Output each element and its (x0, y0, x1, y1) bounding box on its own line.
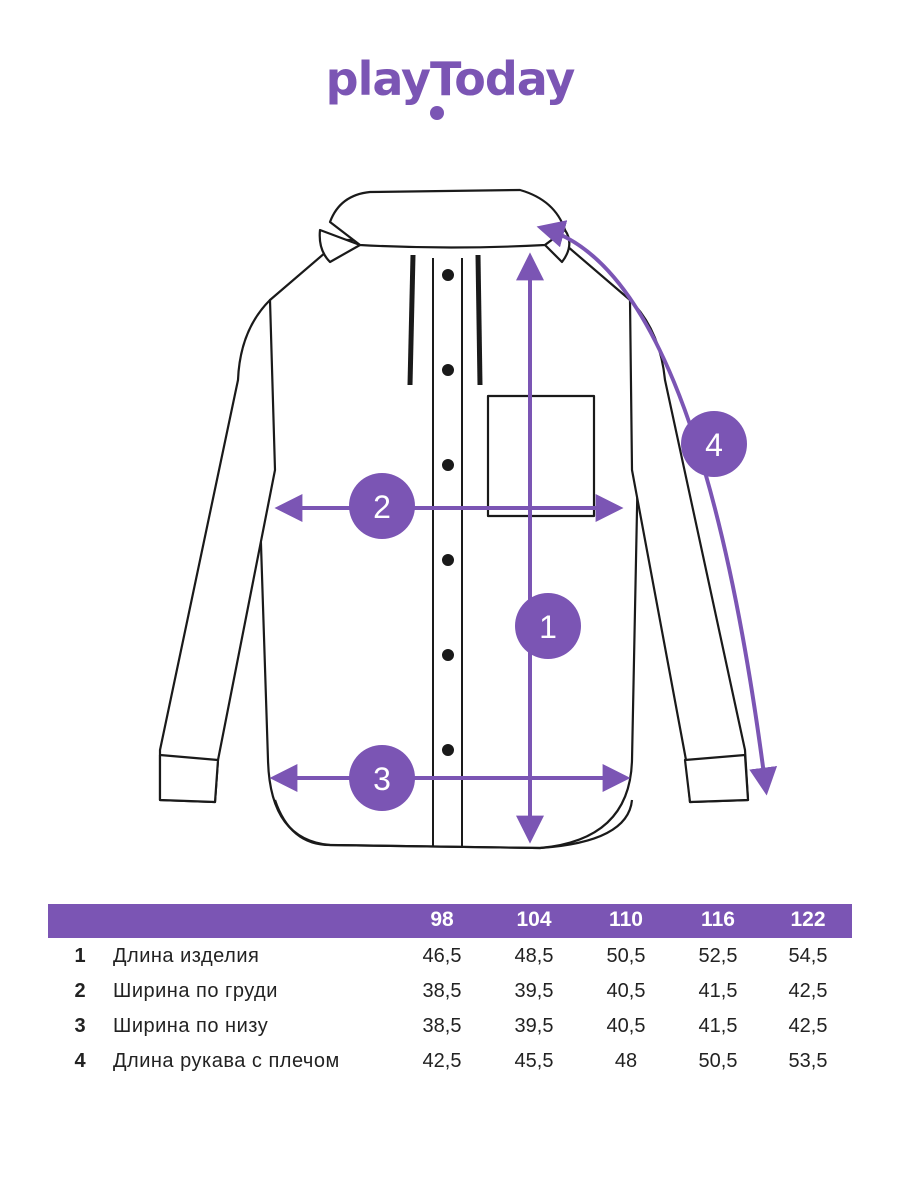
row-value: 50,5 (606, 945, 646, 967)
size-table: 98 104 110 116 122 1 Длина изделия 46,5 … (48, 904, 852, 1078)
row-value: 41,5 (698, 980, 738, 1002)
row-value: 48,5 (514, 945, 554, 967)
marker-2: 2 (349, 473, 415, 539)
jacket-measurement-diagram: 1 2 3 4 (158, 188, 778, 850)
row-value: 40,5 (606, 1015, 646, 1037)
size-header: 110 (609, 908, 643, 931)
row-value: 41,5 (698, 1015, 738, 1037)
row-value: 39,5 (514, 1015, 554, 1037)
row-value: 42,5 (422, 1050, 462, 1072)
row-label: Длина рукава с плечом (113, 1050, 340, 1072)
svg-text:3: 3 (373, 761, 391, 797)
row-value: 45,5 (514, 1050, 554, 1072)
svg-text:2: 2 (373, 489, 391, 525)
marker-3: 3 (349, 745, 415, 811)
marker-4: 4 (681, 411, 747, 477)
table-row: 1 Длина изделия 46,5 48,5 50,5 52,5 54,5 (48, 938, 852, 973)
row-value: 50,5 (698, 1050, 738, 1072)
table-row: 4 Длина рукава с плечом 42,5 45,5 48 50,… (48, 1043, 852, 1078)
row-number: 1 (74, 945, 86, 967)
row-value: 52,5 (698, 945, 738, 967)
row-value: 46,5 (422, 945, 462, 967)
row-value: 39,5 (514, 980, 554, 1002)
row-label: Ширина по груди (113, 980, 278, 1002)
size-header: 104 (516, 908, 552, 931)
size-header-row: 98 104 110 116 122 (48, 904, 852, 938)
jacket-outline (158, 188, 750, 850)
size-header: 98 (430, 908, 454, 931)
size-header: 122 (790, 908, 826, 931)
drawstrings (407, 254, 483, 386)
table-row: 2 Ширина по груди 38,5 39,5 40,5 41,5 42… (48, 973, 852, 1008)
row-label: Ширина по низу (113, 1015, 269, 1037)
row-value: 48 (614, 1050, 638, 1072)
row-number: 2 (74, 980, 86, 1002)
row-value: 53,5 (788, 1050, 828, 1072)
row-value: 42,5 (788, 980, 828, 1002)
svg-text:1: 1 (539, 609, 557, 645)
row-value: 54,5 (788, 945, 828, 967)
marker-1: 1 (515, 593, 581, 659)
row-label: Длина изделия (113, 945, 260, 967)
brand-logo: playToday (325, 52, 576, 106)
row-value: 40,5 (606, 980, 646, 1002)
placket-and-buttons (432, 258, 463, 846)
size-header: 116 (701, 908, 735, 931)
row-value: 42,5 (788, 1015, 828, 1037)
svg-text:4: 4 (705, 427, 723, 463)
row-number: 3 (74, 1015, 86, 1037)
row-value: 38,5 (422, 1015, 462, 1037)
measurement-lines (269, 220, 778, 844)
logo-dot (430, 106, 444, 120)
row-value: 38,5 (422, 980, 462, 1002)
row-number: 4 (74, 1050, 86, 1072)
table-row: 3 Ширина по низу 38,5 39,5 40,5 41,5 42,… (48, 1008, 852, 1043)
